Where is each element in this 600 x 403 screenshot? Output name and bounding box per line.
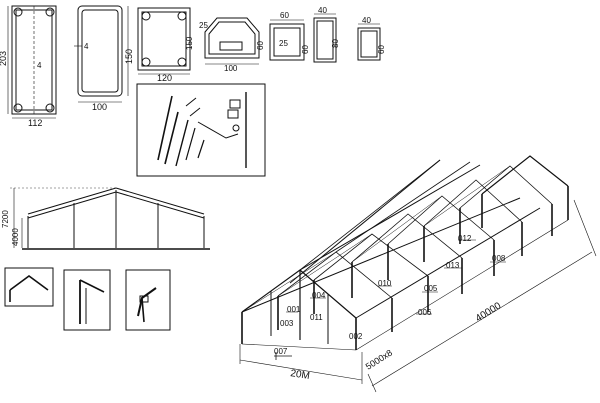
part-callouts	[286, 239, 506, 315]
profile5-top: 60	[280, 11, 289, 20]
part-007-marker	[274, 352, 292, 360]
profile1-width: 112	[28, 118, 42, 128]
profile2-wall: 4	[84, 42, 89, 51]
part-011: 011	[310, 313, 323, 322]
tent-frame-3d	[241, 155, 569, 351]
profile7-top: 40	[362, 16, 371, 25]
profile-section-2	[74, 5, 129, 103]
profile2-height: 150	[124, 49, 134, 64]
part-012: 012	[458, 234, 472, 243]
profile-section-4	[204, 17, 260, 65]
frame-bay-label: 5000x8	[364, 348, 394, 372]
detail-box-joint	[125, 269, 171, 331]
profile-section-5	[269, 19, 305, 61]
part-008: 008	[492, 254, 506, 263]
elevation-total-height: 7200	[1, 210, 10, 228]
profile-section-6	[313, 13, 337, 63]
profile1-wall: 4	[37, 61, 42, 70]
frame-length-label: 40000	[474, 300, 504, 324]
front-elevation	[10, 187, 210, 250]
frame-width-label: 20M	[290, 368, 311, 382]
profile4-height: 60	[256, 41, 265, 50]
part-007: 007	[274, 347, 288, 356]
part-001: 001	[287, 305, 301, 314]
profile4-left: 25	[199, 21, 208, 30]
part-010: 010	[378, 279, 392, 288]
part-004: 004	[312, 291, 326, 300]
frame-dimension-lines	[239, 199, 597, 393]
elevation-side-height: 4000	[11, 228, 20, 246]
profile2-width: 100	[92, 102, 107, 112]
profile3-width: 120	[157, 73, 172, 83]
hardware-detail-box	[136, 83, 266, 177]
profile5-height: 60	[301, 45, 310, 54]
profile-section-3	[137, 7, 191, 75]
detail-box-eave	[63, 269, 111, 331]
part-005: 005	[424, 284, 438, 293]
profile3-height: 150	[185, 36, 194, 50]
part-002: 002	[349, 332, 363, 341]
profile6-top: 40	[318, 6, 327, 15]
profile5-inner: 25	[279, 39, 288, 48]
profile-section-7	[357, 23, 381, 61]
profile-section-1	[7, 5, 57, 119]
part-006: 006	[418, 308, 432, 317]
profile6-height: 80	[331, 39, 340, 48]
profile4-width: 100	[224, 64, 238, 73]
profile1-height: 203	[0, 51, 8, 66]
profile7-height: 60	[377, 45, 386, 54]
part-003: 003	[280, 319, 294, 328]
detail-box-ridge	[4, 267, 54, 307]
part-013: 013	[446, 261, 460, 270]
